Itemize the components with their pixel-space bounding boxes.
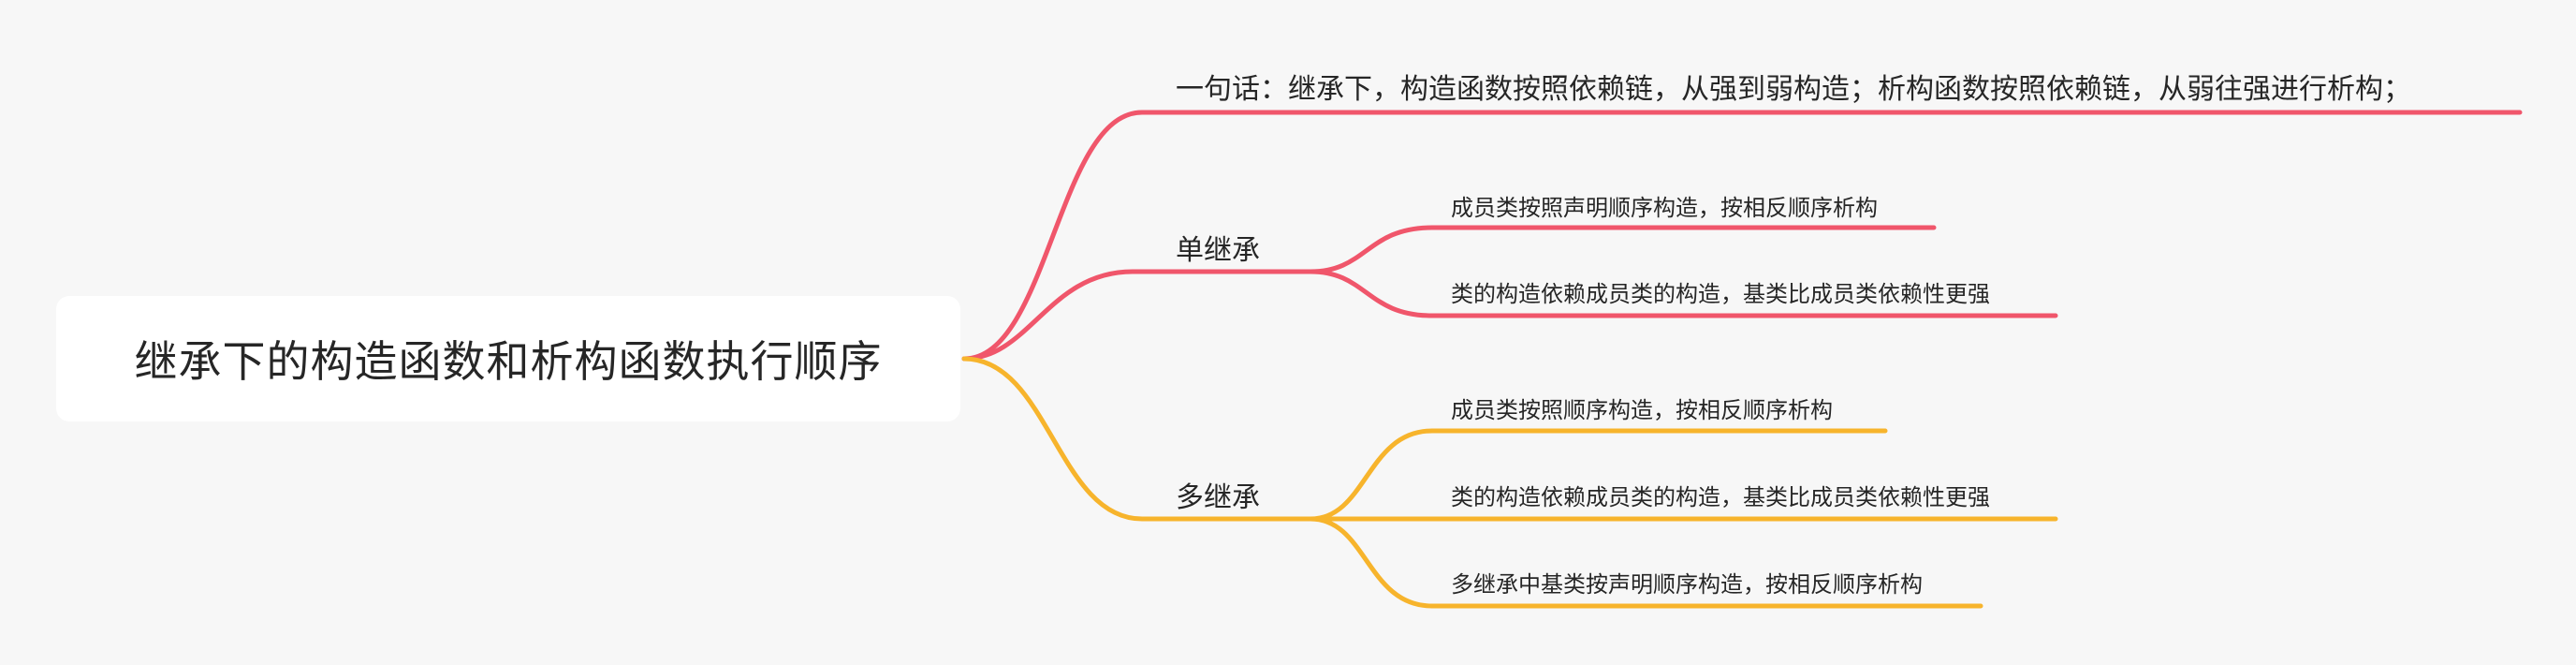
- connector-multiple-child-3: [1308, 516, 1983, 609]
- connector-single-child-2: [1308, 269, 2058, 318]
- connector-root-multiple: [961, 356, 1313, 522]
- multiple-child-3[interactable]: 多继承中基类按声明顺序构造，按相反顺序析构: [1451, 571, 1923, 598]
- multiple-inheritance-node[interactable]: 多继承: [1176, 481, 1260, 514]
- connector-multiple-child-1: [1308, 428, 1888, 522]
- connector-root-single: [961, 269, 1313, 362]
- single-inheritance-node[interactable]: 单继承: [1176, 234, 1260, 267]
- connector-root-summary: [961, 110, 2523, 362]
- single-child-2[interactable]: 类的构造依赖成员类的构造，基类比成员类依赖性更强: [1451, 281, 1990, 307]
- single-child-1[interactable]: 成员类按照声明顺序构造，按相反顺序析构: [1451, 195, 1878, 221]
- connector-single-child-1: [1308, 225, 1937, 274]
- root-node-title: 继承下的构造函数和析构函数执行顺序: [134, 336, 883, 387]
- multiple-child-1[interactable]: 成员类按照顺序构造，按相反顺序析构: [1451, 397, 1833, 423]
- summary-node[interactable]: 一句话：继承下，构造函数按照依赖链，从强到弱构造；析构函数按照依赖链，从弱往强进…: [1176, 73, 2411, 106]
- multiple-child-2[interactable]: 类的构造依赖成员类的构造，基类比成员类依赖性更强: [1451, 484, 1990, 510]
- root-node-box[interactable]: [56, 296, 960, 421]
